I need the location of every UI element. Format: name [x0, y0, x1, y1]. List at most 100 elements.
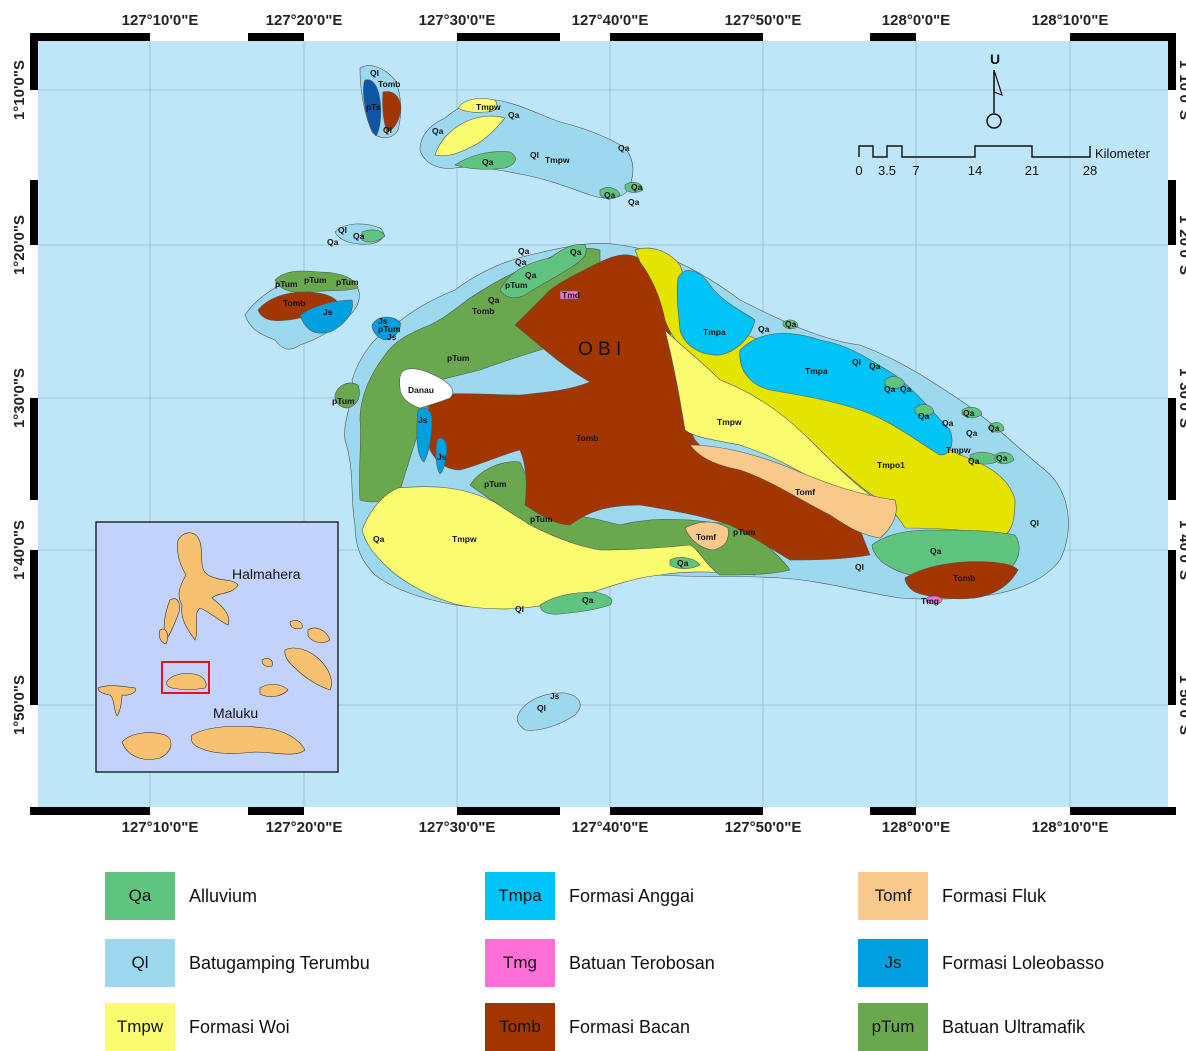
legend-swatch: Tmpa [485, 872, 555, 920]
map-label-qa: Qa [582, 595, 594, 605]
lat-label: 1°30'0"S [11, 368, 28, 428]
legend-label: Batugamping Terumbu [189, 952, 370, 973]
inset-label-maluku: Maluku [213, 705, 258, 721]
map-label-js: Js [550, 691, 560, 701]
frame-tick [1168, 90, 1176, 180]
legend-label: Formasi Woi [189, 1016, 290, 1037]
legend-swatch: Qa [105, 872, 175, 920]
inset-locator-box [161, 661, 210, 694]
map-label-ql: Ql [370, 68, 379, 78]
map-label-tomb: Tomb [378, 79, 401, 89]
lat-label: 1°40'0"S [1176, 520, 1186, 580]
map-label-ptum: pTum [447, 353, 470, 363]
map-label-js: Js [378, 316, 388, 326]
unit-js-south [435, 437, 448, 475]
map-label-ql: Ql [530, 150, 539, 160]
map-label-ptum: pTum [332, 396, 355, 406]
island-ptum-small [334, 382, 360, 409]
islet-qa-east-3 [961, 406, 983, 419]
map-label-qa: Qa [525, 270, 537, 280]
map-label-qa: Qa [968, 456, 980, 466]
map-label-tomb: Tomb [953, 573, 976, 583]
unit-qa-north-island2 [599, 187, 621, 200]
islet-qa-east-7 [782, 319, 799, 330]
map-label-tmpa: Tmpa [703, 327, 726, 337]
map-label-ptum: pTum [304, 275, 327, 285]
north-arrow-letter: U [990, 51, 1000, 67]
frame-tick [30, 500, 38, 550]
lat-label: 1°20'0"S [1176, 215, 1186, 275]
island-js-islet [371, 316, 401, 341]
unit-ptum-west-island [274, 270, 359, 293]
map-label-ptum: pTum [275, 279, 298, 289]
map-label-tomf: Tomf [795, 487, 815, 497]
map-label-ptum: pTum [378, 324, 401, 334]
scale-tick: 3.5 [878, 163, 896, 178]
legend-swatch: pTum [858, 1003, 928, 1051]
map-label-qa: Qa [996, 453, 1008, 463]
lon-label: 127°10'0"E [122, 12, 199, 29]
map-label-js: Js [387, 332, 397, 342]
lon-label: 127°20'0"E [266, 819, 343, 836]
unit-tmpa-east [739, 333, 953, 456]
map-label-tomb: Tomb [576, 433, 599, 443]
map-label-tmg: Tmg [921, 596, 939, 606]
legend-swatch: Tmpw [105, 1003, 175, 1051]
frame-tick [1168, 245, 1176, 398]
lat-label: 1°10'0"S [11, 60, 28, 120]
frame-tick [916, 33, 1070, 41]
unit-tomf-east [689, 444, 897, 539]
map-label-ql: Ql [338, 225, 347, 235]
lon-label: 128°10'0"E [1032, 819, 1109, 836]
frame-tick [763, 33, 870, 41]
scale-tick: 28 [1083, 163, 1097, 178]
lon-label: 128°0'0"E [882, 12, 950, 29]
map-label-ql: Ql [515, 604, 524, 614]
frame-tick [1168, 500, 1176, 550]
legend-item: Tmpw Formasi Woi [105, 1003, 290, 1051]
map-unit-labels: Ql Tomb pTs Ql Tmpw Qa Qa Qa Ql Tmpw Qa … [275, 68, 1039, 713]
map-label-qa: Qa [966, 428, 978, 438]
legend-label: Formasi Loleobasso [942, 952, 1105, 973]
map-label-qa: Qa [518, 246, 530, 256]
map-label-ptum: pTum [733, 527, 756, 537]
unit-pts-bisa [363, 79, 382, 137]
frame-tick [763, 807, 870, 815]
map-label-qa: Qa [930, 546, 942, 556]
map-label-tmpw: Tmpw [946, 445, 971, 455]
map-label-tmpw: Tmpw [717, 417, 742, 427]
unit-tmpw-south [361, 486, 756, 610]
frame-tick [30, 90, 38, 180]
islet-qa-east-4 [989, 422, 1005, 433]
map-label-ql: Ql [852, 357, 861, 367]
islet-qa-east-2 [914, 404, 935, 417]
unit-qa-west-mid [361, 229, 386, 243]
scale-tick: 14 [968, 163, 982, 178]
frame-tick [304, 33, 457, 41]
map-label-qa: Qa [488, 295, 500, 305]
frame-tick [150, 33, 248, 41]
map-label-ptum: pTum [530, 514, 553, 524]
legend-swatch: Tmg [485, 939, 555, 987]
lon-label: 128°10'0"E [1032, 12, 1109, 29]
legend-label: Batuan Terobosan [569, 952, 715, 973]
unit-qa-north [499, 244, 587, 299]
unit-qa-south2 [669, 557, 701, 570]
unit-tmpw-north [434, 115, 506, 157]
map-label-ql: Ql [383, 125, 392, 135]
islet-qa-east-1 [884, 376, 906, 389]
unit-tmg-dyke [925, 595, 943, 605]
small-islands [244, 65, 1015, 731]
danau-lake [399, 368, 453, 409]
lat-label: 1°10'0"S [1176, 60, 1186, 120]
map-label-qa: Qa [327, 237, 339, 247]
map-label-qa: Qa [373, 534, 385, 544]
map-label-qa: Qa [942, 418, 954, 428]
map-label-ptum: pTum [505, 280, 528, 290]
legend-label: Formasi Anggai [569, 885, 695, 906]
lon-label: 127°10'0"E [122, 819, 199, 836]
